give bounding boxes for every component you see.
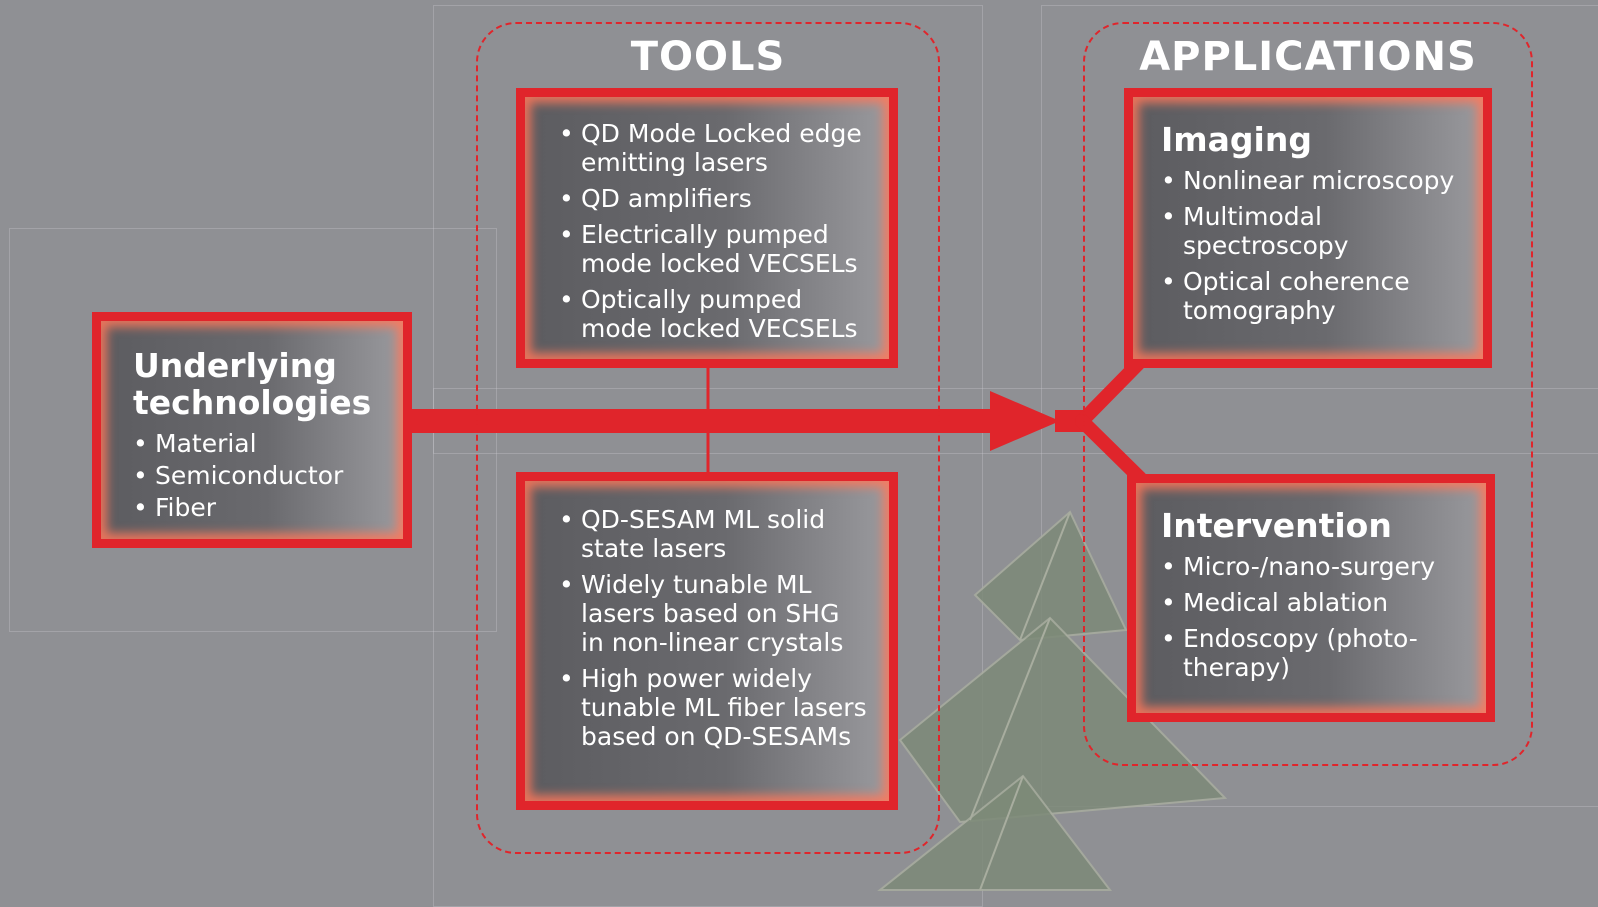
underlying-title: Underlying technologies — [133, 346, 372, 422]
tools-title: TOOLS — [630, 34, 786, 80]
intervention-list: Micro-/nano-surgery Medical ablation End… — [1161, 552, 1472, 682]
list-item: Endoscopy (photo-therapy) — [1161, 624, 1472, 682]
list-item: Fiber — [133, 493, 389, 522]
list-item: Optical coherence tomography — [1161, 267, 1469, 325]
list-item: QD Mode Locked edge emitting lasers — [559, 119, 869, 177]
intervention-box: Intervention Micro-/nano-surgery Medical… — [1127, 474, 1495, 722]
underlying-list: Material Semiconductor Fiber — [133, 429, 389, 522]
branch-arrows — [1075, 357, 1147, 485]
tools-ml-lasers-box: QD-SESAM ML solid state lasers Widely tu… — [516, 472, 898, 810]
tools-top-list: QD Mode Locked edge emitting lasers QD a… — [559, 119, 869, 343]
list-item: Optically pumped mode locked VECSELs — [559, 285, 869, 343]
list-item: Electrically pumped mode locked VECSELs — [559, 220, 869, 278]
list-item: Micro-/nano-surgery — [1161, 552, 1472, 581]
list-item: Multimodal spectroscopy — [1161, 202, 1469, 260]
tools-bottom-list: QD-SESAM ML solid state lasers Widely tu… — [559, 505, 869, 751]
background-frame — [1041, 5, 1598, 807]
tools-group: TOOLS — [476, 22, 940, 854]
underlying-technologies-box: Underlying technologies Material Semicon… — [92, 312, 412, 548]
list-item: QD amplifiers — [559, 184, 869, 213]
imaging-box: Imaging Nonlinear microscopy Multimodal … — [1124, 88, 1492, 368]
applications-title: APPLICATIONS — [1139, 34, 1477, 80]
list-item: QD-SESAM ML solid state lasers — [559, 505, 869, 563]
main-arrow — [410, 391, 1085, 451]
imaging-list: Nonlinear microscopy Multimodal spectros… — [1161, 166, 1469, 325]
imaging-title: Imaging — [1161, 120, 1312, 159]
tools-lasers-box: QD Mode Locked edge emitting lasers QD a… — [516, 88, 898, 368]
applications-group: APPLICATIONS — [1083, 22, 1533, 766]
list-item: Material — [133, 429, 389, 458]
pyramid-decoration — [877, 510, 1228, 891]
list-item: Nonlinear microscopy — [1161, 166, 1469, 195]
list-item: High power widely tunable ML fiber laser… — [559, 664, 869, 751]
list-item: Medical ablation — [1161, 588, 1472, 617]
intervention-title: Intervention — [1161, 506, 1392, 545]
list-item: Widely tunable ML lasers based on SHG in… — [559, 570, 869, 657]
list-item: Semiconductor — [133, 461, 389, 490]
